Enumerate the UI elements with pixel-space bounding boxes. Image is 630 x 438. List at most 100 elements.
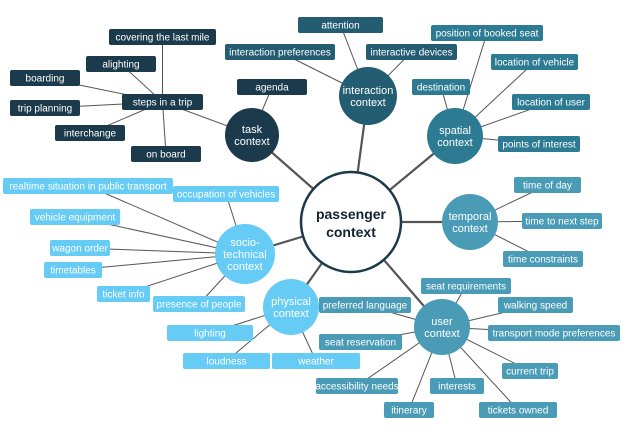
label-interchange: interchange	[55, 125, 125, 141]
physical-context-line2: context	[273, 308, 308, 320]
label-box	[122, 94, 203, 110]
label-timetables: timetables	[44, 262, 102, 278]
label-text: walking speed	[503, 301, 567, 312]
interaction-context-circle	[339, 67, 397, 125]
label-text: accessibility needs	[315, 382, 398, 393]
label-transport-mode-preferences: transport mode preferences	[488, 325, 620, 341]
label-preferred-language: preferred language	[319, 297, 411, 313]
user-context-line1: user	[431, 316, 453, 328]
label-text: destination	[417, 83, 465, 94]
label-text: interests	[438, 382, 476, 393]
label-box	[131, 146, 201, 162]
spatial-context-line2: context	[437, 137, 472, 149]
label-box	[498, 297, 573, 313]
temporal-context-line2: context	[452, 223, 487, 235]
label-text: location of vehicle	[495, 58, 575, 69]
user-context-circle	[414, 299, 470, 355]
label-interaction-preferences: interaction preferences	[225, 44, 335, 60]
label-box	[514, 177, 581, 193]
label-box	[3, 178, 173, 194]
label-text: wagon order	[51, 244, 108, 255]
label-seat-requirements: seat requirements	[421, 278, 511, 294]
context-hubs: taskcontextinteractioncontextspatialcont…	[215, 67, 498, 355]
spatial-context-circle	[427, 108, 483, 164]
label-box	[316, 378, 398, 394]
label-text: preferred language	[323, 301, 408, 312]
socio-context-line1: socio-	[230, 237, 260, 249]
label-covering-last-mile: covering the last mile	[109, 29, 216, 45]
socio-context-circle	[215, 224, 275, 284]
interaction-context-line1: interaction	[343, 85, 394, 97]
label-text: interchange	[64, 129, 117, 140]
label-text: timetables	[50, 266, 96, 277]
label-text: seat requirements	[426, 282, 506, 293]
physical-context-circle	[263, 279, 319, 335]
socio-context-line2: technical	[223, 249, 266, 261]
label-text: time of day	[523, 181, 572, 192]
label-ticket-info: ticket info	[97, 286, 150, 302]
label-text: agenda	[255, 83, 289, 94]
label-box	[421, 278, 511, 294]
socio-context-line3: context	[227, 261, 262, 273]
label-walking-speed: walking speed	[498, 297, 573, 313]
label-text: attention	[321, 21, 359, 32]
label-on-board: on board	[131, 146, 201, 162]
label-destination: destination	[412, 79, 470, 95]
label-box	[225, 44, 335, 60]
label-text: trip planning	[18, 104, 72, 115]
label-agenda: agenda	[237, 79, 307, 95]
label-seat-reservation: seat reservation	[319, 334, 402, 350]
label-box	[237, 79, 307, 95]
label-box	[10, 70, 80, 86]
label-text: boarding	[26, 74, 65, 85]
label-itinerary: itinerary	[384, 402, 434, 418]
label-loudness: loudness	[183, 353, 270, 369]
label-box	[384, 402, 434, 418]
label-text: position of booked seat	[436, 29, 539, 40]
label-points-of-interest: points of interest	[498, 136, 580, 152]
label-text: realtime situation in public transport	[9, 182, 167, 193]
label-text: interactive devices	[370, 48, 452, 59]
temporal-context-circle	[442, 194, 498, 250]
label-box	[153, 296, 245, 312]
task-context-line2: context	[234, 136, 269, 148]
label-text: weather	[297, 357, 334, 368]
label-box	[491, 54, 578, 70]
label-text: lighting	[194, 329, 226, 340]
temporal-context-line1: temporal	[449, 211, 492, 223]
label-box	[522, 213, 602, 229]
label-box	[430, 378, 484, 394]
label-box	[30, 209, 120, 225]
label-box	[319, 297, 411, 313]
label-alighting: alighting	[86, 56, 156, 72]
label-box	[272, 353, 360, 369]
label-occupation-of-vehicles: occupation of vehicles	[173, 186, 279, 202]
label-trip-planning: trip planning	[10, 100, 80, 116]
label-accessibility-needs: accessibility needs	[315, 378, 399, 394]
label-text: location of user	[517, 98, 585, 109]
label-box	[50, 240, 110, 256]
label-box	[479, 402, 557, 418]
label-box	[86, 56, 156, 72]
label-interests: interests	[430, 378, 484, 394]
label-box	[44, 262, 102, 278]
label-lighting: lighting	[167, 325, 253, 341]
label-realtime-situation: realtime situation in public transport	[3, 178, 173, 194]
label-box	[298, 17, 383, 33]
label-text: itinerary	[391, 406, 427, 417]
label-time-to-next-step: time to next step	[522, 213, 602, 229]
label-boarding: boarding	[10, 70, 80, 86]
physical-context-line1: physical	[271, 296, 311, 308]
label-box	[502, 363, 558, 379]
interaction-context-line2: context	[350, 97, 385, 109]
label-text: current trip	[506, 367, 554, 378]
task-context-line1: task	[242, 124, 263, 136]
label-time-constraints: time constraints	[503, 251, 583, 267]
label-box	[366, 44, 457, 60]
